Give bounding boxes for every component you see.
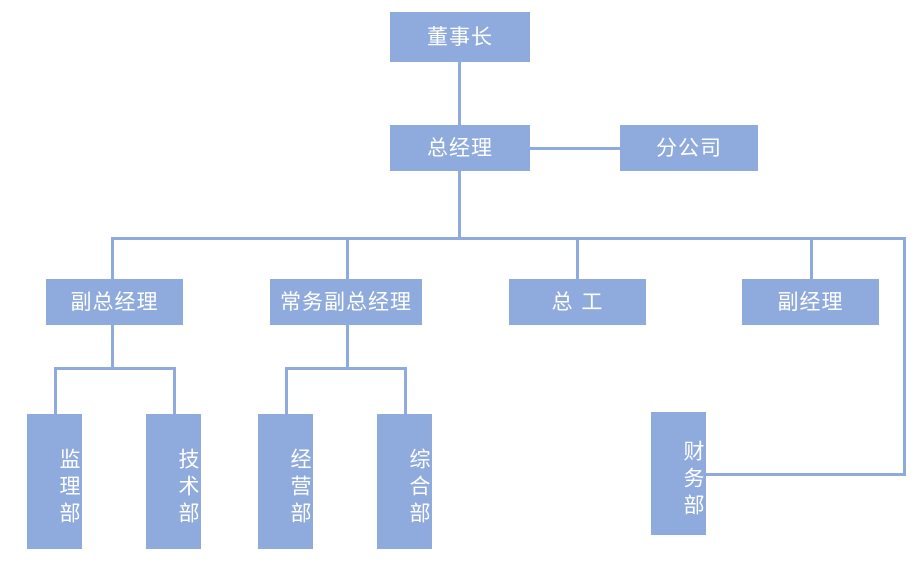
node-general-manager[interactable]: 总经理 [390,125,530,171]
connector-exec-deputy-gm-drop [346,325,349,368]
node-operations-department[interactable]: 经营部 [258,414,313,549]
connector-subbus-to-technology [173,367,176,414]
node-finance-department[interactable]: 财务部 [651,412,706,535]
node-chief-engineer[interactable]: 总 工 [509,279,646,325]
node-deputy-general-manager[interactable]: 副总经理 [46,279,183,325]
node-chairman[interactable]: 董事长 [390,12,530,62]
node-general-affairs-department[interactable]: 综合部 [377,414,432,549]
node-technology-department[interactable]: 技术部 [146,414,201,549]
connector-subbus-to-supervision [54,367,57,414]
node-deputy-manager[interactable]: 副经理 [742,279,879,325]
connector-gm-to-bus [458,171,461,240]
connector-deputy-gm-subbus [54,367,176,370]
node-branch-company[interactable]: 分公司 [620,125,758,171]
connector-level3-bus [111,237,906,240]
connector-chairman-to-gm [458,62,461,125]
connector-subbus-to-general-affairs [404,367,407,414]
connector-bus-right-riser [903,237,906,475]
connector-bus-to-deputy-gm [111,237,114,279]
connector-deputy-gm-drop [111,325,114,368]
connector-bus-to-exec-deputy-gm [346,237,349,279]
node-executive-deputy-general-manager[interactable]: 常务副总经理 [270,279,422,325]
connector-bus-to-deputy-manager [810,237,813,279]
node-supervision-department[interactable]: 监理部 [27,414,82,549]
connector-subbus-to-operations [285,367,288,414]
connector-exec-deputy-gm-subbus [285,367,407,370]
connector-gm-to-branch [530,147,620,150]
connector-bus-to-chief-engineer [576,237,579,279]
connector-riser-to-finance [706,473,906,476]
